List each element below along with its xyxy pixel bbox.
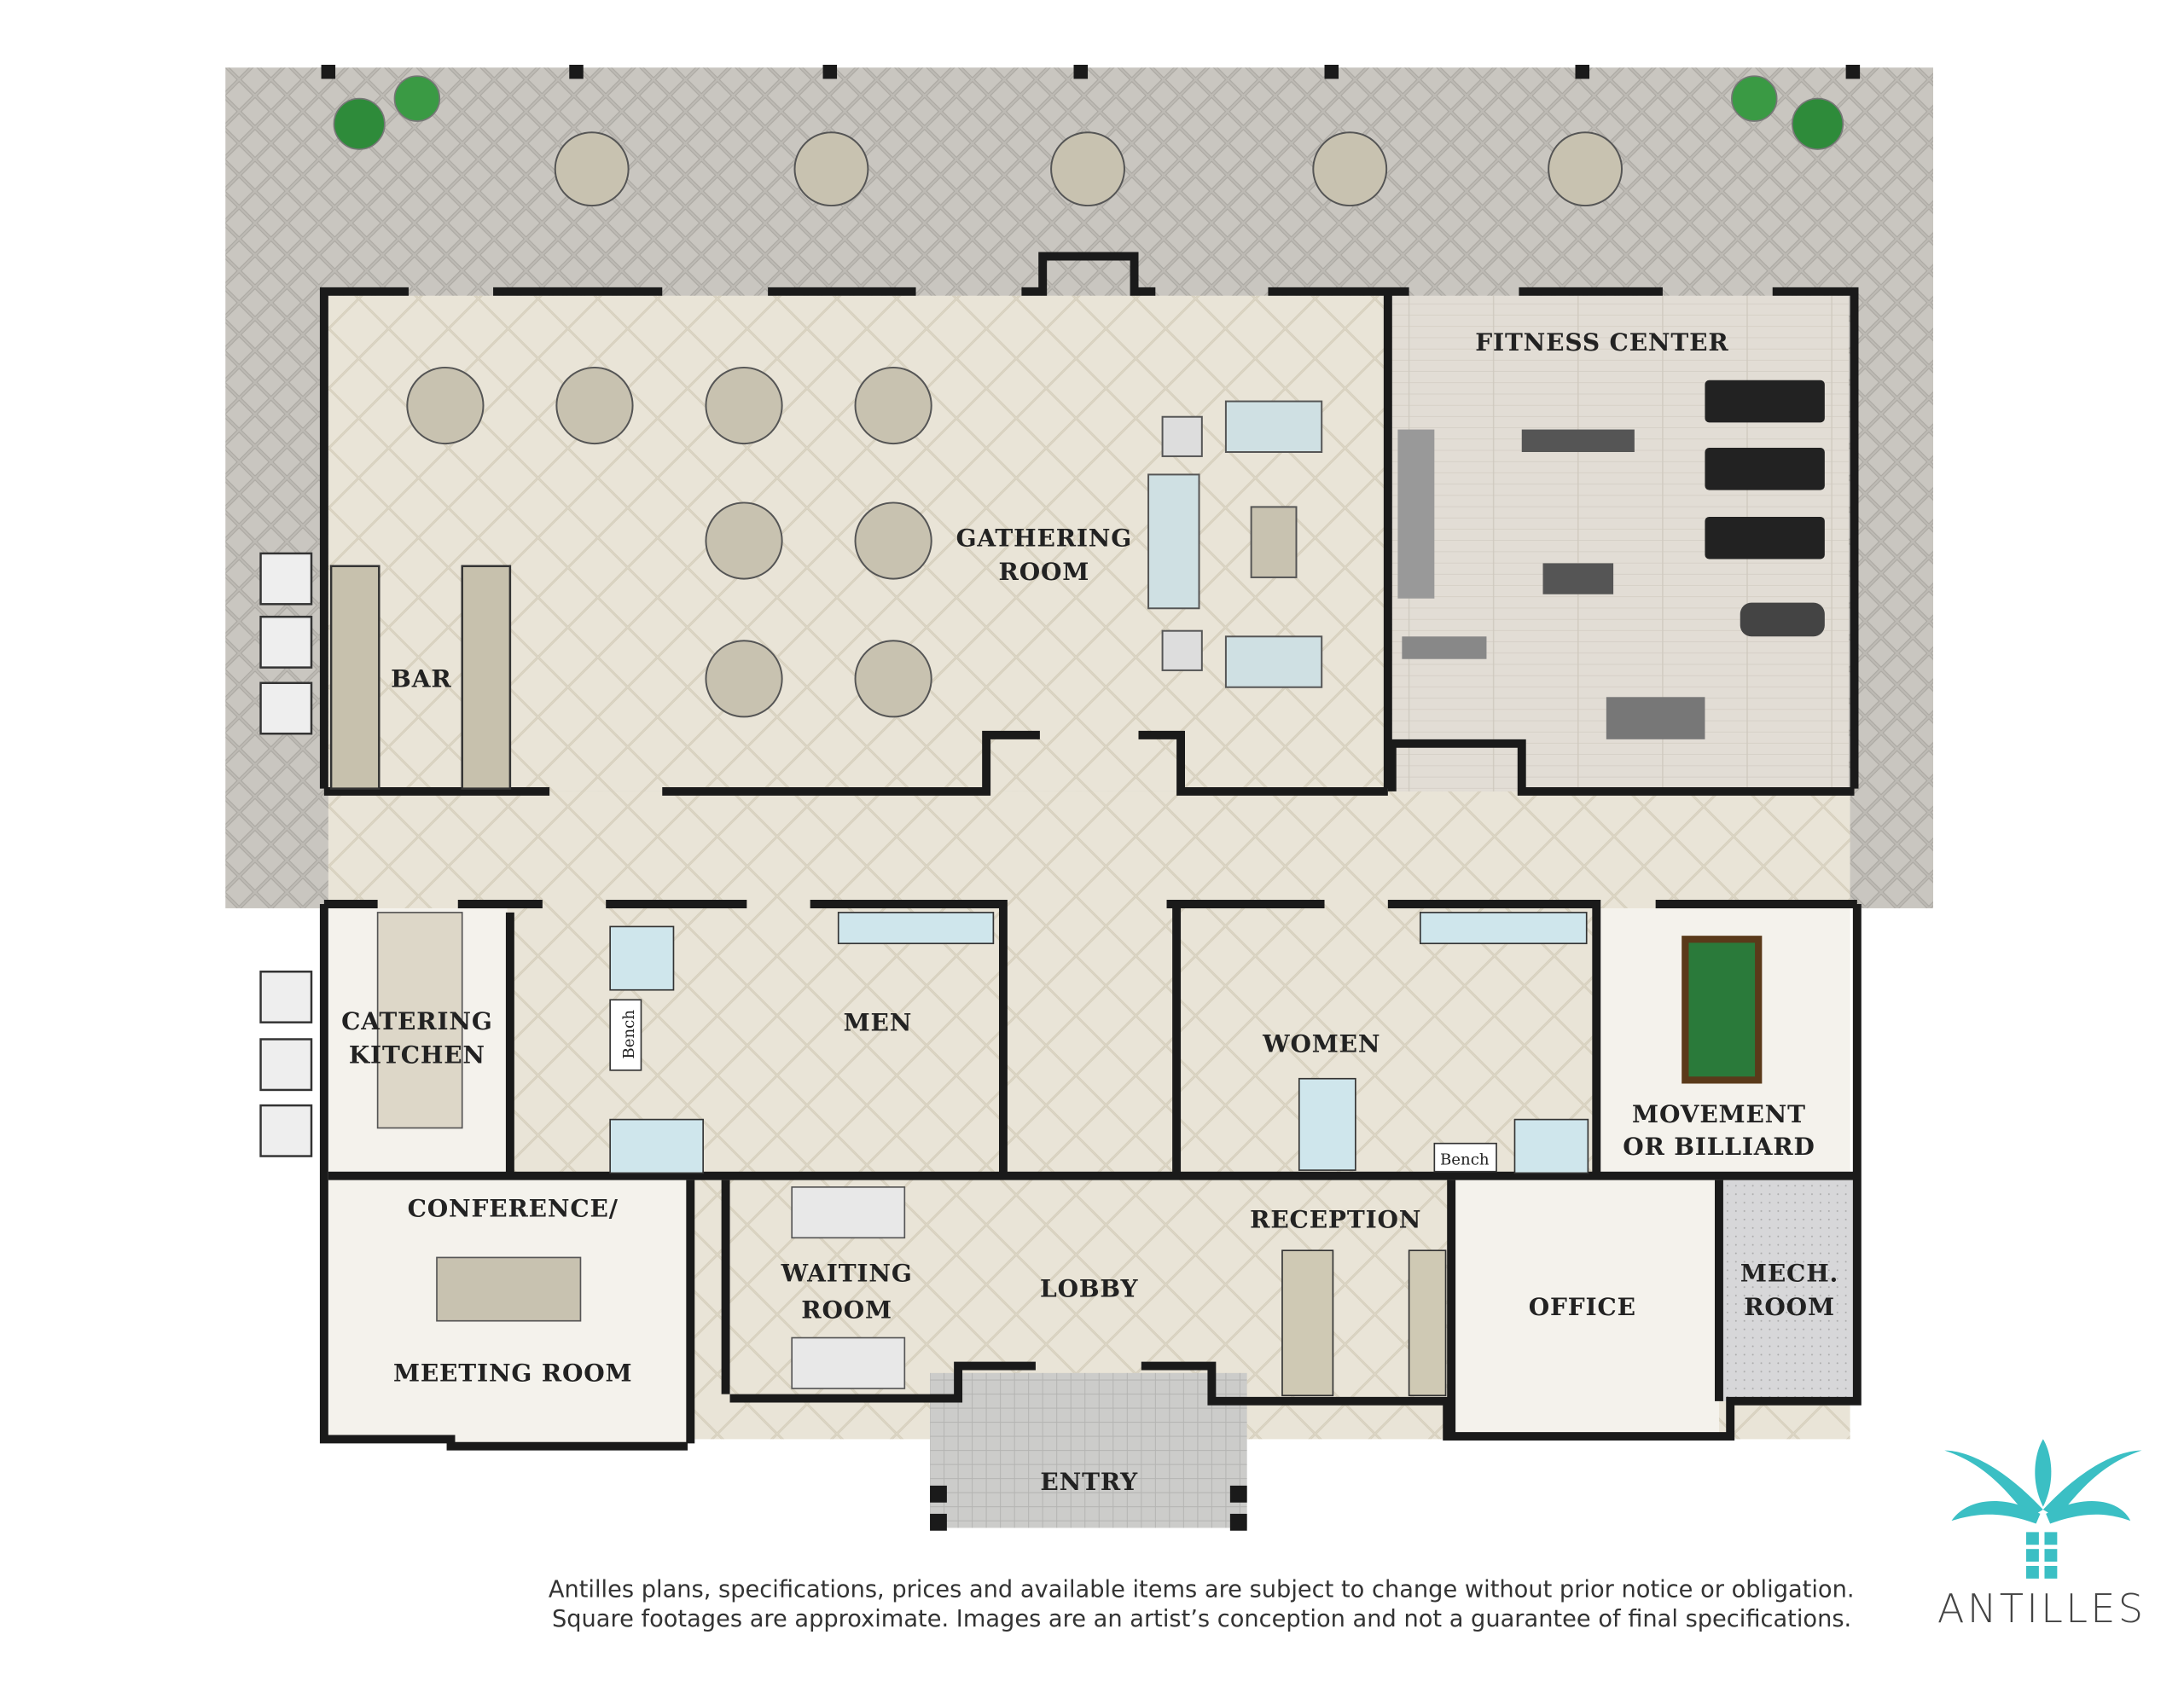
waiting-sofas bbox=[791, 1186, 906, 1389]
entry-label: ENTRY bbox=[1040, 1468, 1138, 1496]
reception-desks bbox=[1281, 1249, 1447, 1397]
billiard-table bbox=[1682, 936, 1763, 1084]
patio-tables bbox=[554, 131, 1623, 207]
fitness-equipment bbox=[1397, 380, 1825, 739]
reception-label: RECEPTION bbox=[1250, 1206, 1421, 1234]
waiting-room-label: WAITING bbox=[781, 1259, 913, 1287]
conference-label: CONFERENCE/ bbox=[408, 1195, 619, 1223]
antilles-brand-name: ANTILLES bbox=[1937, 1586, 2146, 1632]
conference-table bbox=[436, 1256, 582, 1322]
movement-billiard-label: MOVEMENT bbox=[1632, 1100, 1806, 1128]
women-label: WOMEN bbox=[1262, 1029, 1380, 1058]
mech-room-label: MECH. bbox=[1740, 1259, 1838, 1287]
patio-columns bbox=[321, 64, 1861, 79]
fitness-center-label: FITNESS CENTER bbox=[1475, 328, 1728, 357]
catering-kitchen-label-2: KITCHEN bbox=[349, 1041, 485, 1070]
men-label: MEN bbox=[844, 1009, 913, 1037]
mech-room-floor bbox=[1718, 1180, 1853, 1401]
mech-room-label-2: ROOM bbox=[1744, 1293, 1835, 1321]
bar-counter bbox=[329, 565, 512, 790]
office-label: OFFICE bbox=[1529, 1293, 1636, 1321]
gathering-room-label: GATHERING bbox=[956, 525, 1133, 553]
bar-label: BAR bbox=[391, 665, 451, 693]
lounge-furniture bbox=[1147, 400, 1323, 688]
disclaimer-line-1: Antilles plans, specifications, prices a… bbox=[549, 1576, 1855, 1603]
dining-tables bbox=[406, 366, 932, 718]
palm-plants bbox=[333, 75, 1844, 150]
entry-floor bbox=[930, 1372, 1247, 1528]
disclaimer-line-2: Square footages are approximate. Images … bbox=[552, 1606, 1851, 1632]
antilles-palm-logo bbox=[1944, 1439, 2142, 1579]
bench-label-women: Bench bbox=[1440, 1151, 1490, 1168]
catering-kitchen-label: CATERING bbox=[341, 1007, 493, 1035]
movement-billiard-label-2: OR BILLIARD bbox=[1623, 1133, 1815, 1161]
meeting-room-label: MEETING ROOM bbox=[393, 1359, 632, 1388]
gathering-room-label-2: ROOM bbox=[999, 558, 1090, 586]
lobby-label: LOBBY bbox=[1040, 1275, 1138, 1303]
bench-label-men: Bench bbox=[620, 1010, 638, 1059]
walls bbox=[319, 252, 1862, 1451]
waiting-room-label-2: ROOM bbox=[801, 1296, 892, 1324]
hvac-units bbox=[259, 552, 313, 1157]
corridor-floor bbox=[328, 791, 1850, 904]
sinks bbox=[609, 912, 1589, 1174]
